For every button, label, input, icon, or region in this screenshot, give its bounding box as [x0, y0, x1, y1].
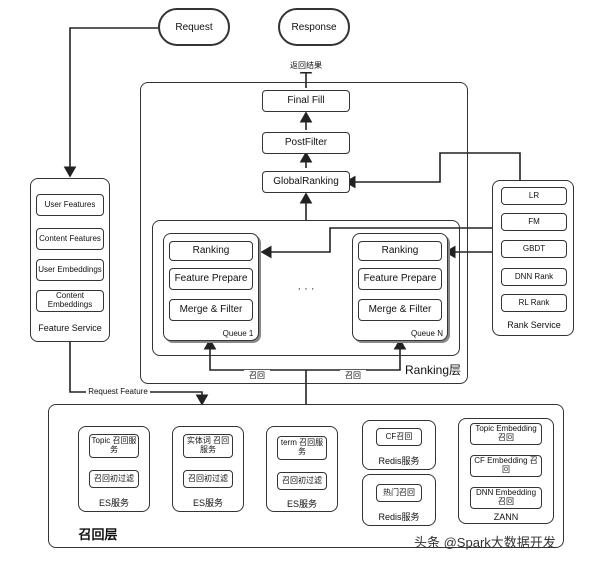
entity-recall-box: 实体词 召回服务 — [183, 434, 233, 458]
es2-title: ES服务 — [192, 497, 223, 508]
zann-title: ZANN — [493, 511, 519, 522]
redis2-title: Redis服务 — [378, 511, 420, 522]
watermark-text: 头条 @Spark大数据开发 — [414, 534, 556, 550]
ellipsis: · · · — [297, 282, 315, 295]
es2-initial-filter-box: 召回初过滤 — [183, 470, 233, 488]
response-label: Response — [291, 21, 337, 33]
user-features-box: User Features — [36, 194, 104, 216]
cf-embedding-recall-box: CF Embedding 召回 — [470, 455, 542, 477]
content-features-box: Content Features — [36, 228, 104, 250]
queuen-feature-prepare: Feature Prepare — [358, 268, 442, 290]
es3-initial-filter-box: 召回初过滤 — [277, 472, 327, 490]
queuen-label: Queue N — [410, 329, 444, 339]
redis-service-1 — [362, 420, 436, 470]
recall-layer-label: 召回层 — [78, 526, 118, 542]
request-node: Request — [158, 8, 230, 46]
gbdt-box: GBDT — [501, 240, 567, 258]
hot-recall-box: 热门召回 — [376, 484, 422, 502]
post-filter-box: PostFilter — [262, 132, 350, 154]
recall-arrow-label-left: 召回 — [244, 370, 270, 382]
queuen-merge-filter: Merge & Filter — [358, 299, 442, 321]
feature-service-title: Feature Service — [38, 322, 102, 333]
es-service-3 — [266, 426, 338, 512]
queue1-merge-filter: Merge & Filter — [169, 299, 253, 321]
rl-rank-box: RL Rank — [501, 294, 567, 312]
queue1-feature-prepare: Feature Prepare — [169, 268, 253, 290]
topic-embedding-recall-box: Topic Embedding 召回 — [470, 423, 542, 445]
es1-initial-filter-box: 召回初过滤 — [89, 470, 139, 488]
global-ranking-box: GlobalRanking — [262, 171, 350, 193]
es-service-2 — [172, 426, 244, 512]
rank-service-title: Rank Service — [507, 319, 561, 330]
es-service-1 — [78, 426, 150, 512]
return-result-label: 返回结果 — [286, 60, 326, 72]
es3-title: ES服务 — [286, 498, 317, 509]
request-feature-label: Request Feature — [86, 386, 150, 398]
recall-layer — [48, 404, 564, 548]
queue1-label: Queue 1 — [222, 329, 254, 339]
dnn-embedding-recall-box: DNN Embedding 召回 — [470, 487, 542, 509]
queuen-ranking: Ranking — [358, 241, 442, 261]
fm-box: FM — [501, 213, 567, 231]
content-embeddings-box: Content Embeddings — [36, 290, 104, 312]
redis1-title: Redis服务 — [378, 455, 420, 466]
cf-recall-box: CF召回 — [376, 428, 422, 446]
topic-recall-box: Topic 召回服务 — [89, 434, 139, 458]
redis-service-2 — [362, 474, 436, 526]
lr-box: LR — [501, 187, 567, 205]
final-fill-box: Final Fill — [262, 90, 350, 112]
queue1-ranking: Ranking — [169, 241, 253, 261]
dnn-rank-box: DNN Rank — [501, 268, 567, 286]
user-embeddings-box: User Embeddings — [36, 259, 104, 281]
zann-service — [458, 418, 554, 524]
queues-container — [152, 220, 460, 356]
ranking-layer-label: Ranking层 — [404, 363, 462, 378]
ranking-layer — [140, 82, 468, 384]
term-recall-box: term 召回服务 — [277, 436, 327, 460]
response-node: Response — [278, 8, 350, 46]
recall-arrow-label-right: 召回 — [340, 370, 366, 382]
es1-title: ES服务 — [98, 497, 129, 508]
request-label: Request — [175, 21, 213, 33]
